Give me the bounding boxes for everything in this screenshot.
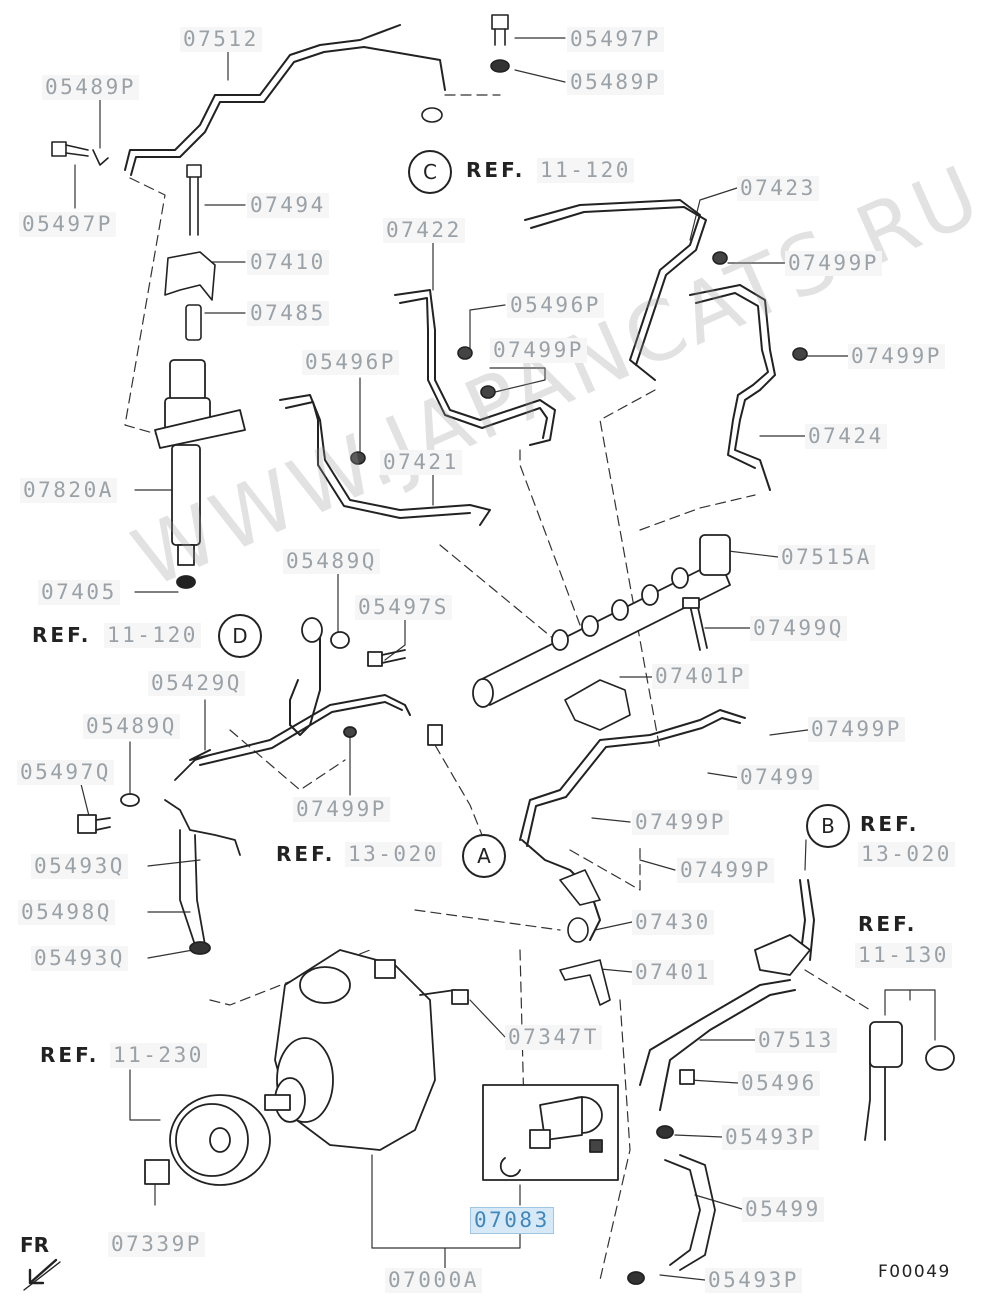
part-label-07499p[interactable]: 07499P bbox=[490, 338, 587, 363]
part-label-05493q[interactable]: 05493Q bbox=[31, 854, 128, 879]
part-label-07485[interactable]: 07485 bbox=[247, 301, 329, 326]
part-label-07499[interactable]: 07499 bbox=[737, 765, 819, 790]
ref-circle-a[interactable]: A bbox=[462, 834, 506, 878]
part-label-07423[interactable]: 07423 bbox=[737, 176, 819, 201]
ref-link-11-120[interactable]: 11-120 bbox=[537, 158, 634, 183]
part-label-07499p[interactable]: 07499P bbox=[808, 717, 905, 742]
small-bolts bbox=[51, 14, 808, 465]
part-label-07515a[interactable]: 07515A bbox=[778, 545, 875, 570]
part-label-05493q[interactable]: 05493Q bbox=[31, 946, 128, 971]
ref-link-11-130[interactable]: 11-130 bbox=[855, 943, 952, 968]
part-label-05489q[interactable]: 05489Q bbox=[83, 714, 180, 739]
part-label-07410[interactable]: 07410 bbox=[247, 250, 329, 275]
front-arrow-shape bbox=[28, 1258, 58, 1285]
ref-word: REF. bbox=[40, 1043, 100, 1067]
part-label-07499p[interactable]: 07499P bbox=[293, 797, 390, 822]
ref-circle-b[interactable]: B bbox=[806, 804, 850, 848]
part-label-07421[interactable]: 07421 bbox=[380, 450, 462, 475]
part-label-05496[interactable]: 05496 bbox=[738, 1071, 820, 1096]
fuel-rail-shape bbox=[472, 534, 731, 708]
part-label-05496p[interactable]: 05496P bbox=[507, 293, 604, 318]
part-label-07424[interactable]: 07424 bbox=[805, 424, 887, 449]
ref-circle-d[interactable]: D bbox=[218, 614, 262, 658]
gear-shape bbox=[144, 1094, 271, 1186]
right-hose-shapes bbox=[627, 934, 955, 1285]
part-label-05499[interactable]: 05499 bbox=[742, 1197, 824, 1222]
part-label-07513[interactable]: 07513 bbox=[755, 1028, 837, 1053]
ref-circle-c[interactable]: C bbox=[408, 150, 452, 194]
part-label-07083-selected[interactable]: 07083 bbox=[470, 1207, 554, 1234]
ref-link-11-120[interactable]: 11-120 bbox=[104, 623, 201, 648]
bracket-shapes bbox=[559, 679, 631, 1006]
part-label-07000a[interactable]: 07000A bbox=[385, 1268, 482, 1293]
return-hose-shape bbox=[77, 617, 443, 955]
part-label-07499p[interactable]: 07499P bbox=[785, 251, 882, 276]
part-label-05497q[interactable]: 05497Q bbox=[17, 760, 114, 785]
part-label-07512[interactable]: 07512 bbox=[180, 27, 262, 52]
ref-word: REF. bbox=[32, 623, 92, 647]
part-label-07401p[interactable]: 07401P bbox=[652, 664, 749, 689]
ref-word: REF. bbox=[276, 842, 336, 866]
part-label-07430[interactable]: 07430 bbox=[632, 910, 714, 935]
part-label-05489p[interactable]: 05489P bbox=[42, 75, 139, 100]
ref-word: REF. bbox=[858, 912, 918, 936]
part-label-05497p[interactable]: 05497P bbox=[567, 27, 664, 52]
front-direction-label: FR bbox=[20, 1233, 50, 1257]
part-label-05429q[interactable]: 05429Q bbox=[148, 671, 245, 696]
valve-inset-shape bbox=[482, 1084, 619, 1181]
pump-shape bbox=[264, 949, 469, 1151]
pipes bbox=[124, 24, 815, 1111]
part-label-05496p[interactable]: 05496P bbox=[302, 350, 399, 375]
part-label-07401[interactable]: 07401 bbox=[632, 960, 714, 985]
part-label-07499p[interactable]: 07499P bbox=[848, 344, 945, 369]
part-label-07494[interactable]: 07494 bbox=[247, 193, 329, 218]
part-label-05498q[interactable]: 05498Q bbox=[18, 900, 115, 925]
ref-word: REF. bbox=[466, 158, 526, 182]
ref-link-11-230[interactable]: 11-230 bbox=[110, 1043, 207, 1068]
ref-link-13-020[interactable]: 13-020 bbox=[858, 842, 955, 867]
part-label-05489p[interactable]: 05489P bbox=[567, 70, 664, 95]
part-label-05489q[interactable]: 05489Q bbox=[283, 549, 380, 574]
part-label-05493p[interactable]: 05493P bbox=[705, 1268, 802, 1293]
figure-code: F00049 bbox=[878, 1262, 951, 1282]
ref-link-13-020[interactable]: 13-020 bbox=[345, 842, 442, 867]
part-label-07347t[interactable]: 07347T bbox=[505, 1025, 602, 1050]
injector-shape bbox=[154, 359, 246, 589]
part-label-07405[interactable]: 07405 bbox=[38, 580, 120, 605]
part-label-05497p[interactable]: 05497P bbox=[19, 212, 116, 237]
part-label-05493p[interactable]: 05493P bbox=[722, 1125, 819, 1150]
part-label-07499p[interactable]: 07499P bbox=[632, 810, 729, 835]
leader-lines bbox=[74, 37, 936, 1281]
part-label-07339p[interactable]: 07339P bbox=[108, 1232, 205, 1257]
part-label-07499q[interactable]: 07499Q bbox=[750, 616, 847, 641]
part-label-07499p[interactable]: 07499P bbox=[677, 858, 774, 883]
dashed-lines bbox=[124, 94, 871, 1281]
part-label-07422[interactable]: 07422 bbox=[383, 218, 465, 243]
ref-word: REF. bbox=[860, 812, 920, 836]
part-label-07820a[interactable]: 07820A bbox=[20, 478, 117, 503]
bolt-07494-shape bbox=[164, 164, 216, 341]
part-label-05497s[interactable]: 05497S bbox=[355, 595, 452, 620]
